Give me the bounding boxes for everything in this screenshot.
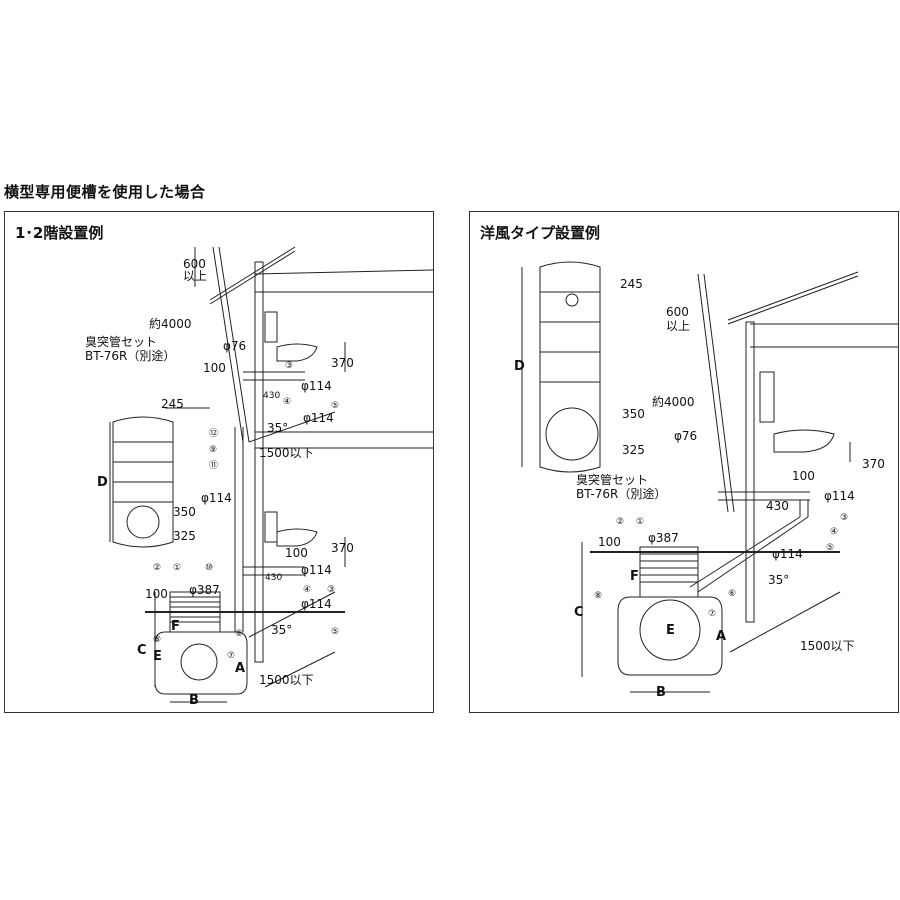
circle-3: ③	[285, 361, 293, 371]
label-shuutotsu: 臭突管セット	[576, 472, 648, 487]
label-430: 430	[766, 499, 789, 513]
label-245: 245	[161, 397, 184, 411]
label-600: 600	[183, 257, 206, 271]
circle-4: ④	[283, 397, 291, 407]
label-phi387: φ387	[189, 583, 220, 597]
right-installation-diagram: 245 600 以上 D 約4000 350 325 φ76 370 100 臭…	[514, 261, 898, 700]
panel-title-left: 1･2階設置例	[15, 224, 104, 242]
label-A: A	[235, 661, 245, 676]
label-phi114-d: φ114	[301, 563, 332, 577]
label-35deg-upper: 35°	[267, 421, 288, 435]
label-430-lower: 430	[265, 573, 282, 583]
label-430-upper: 430	[263, 391, 280, 401]
label-245: 245	[620, 277, 643, 291]
label-phi114-a: φ114	[301, 379, 332, 393]
label-B: B	[189, 693, 199, 708]
label-yaku4000: 約4000	[149, 316, 192, 331]
label-100-toilet: 100	[792, 469, 815, 483]
label-phi114-b: φ114	[772, 547, 803, 561]
label-100-tank: 100	[145, 587, 168, 601]
label-phi114-a: φ114	[824, 489, 855, 503]
label-phi76: φ76	[674, 429, 697, 443]
label-phi114-e: φ114	[301, 597, 332, 611]
circle-5: ⑤	[331, 401, 339, 411]
label-325: 325	[622, 443, 645, 457]
label-1500: 1500以下	[800, 639, 855, 653]
label-1500-upper: 1500以下	[259, 446, 314, 460]
label-yaku4000: 約4000	[652, 394, 695, 409]
label-phi114-b: φ114	[303, 411, 334, 425]
label-E: E	[153, 649, 162, 664]
left-installation-diagram: 600 以上 約4000 臭突管セット BT-76R（別途） φ76 370 1…	[85, 246, 433, 708]
label-E: E	[666, 623, 675, 638]
label-100-tank: 100	[598, 535, 621, 549]
circle-7: ⑦	[708, 609, 716, 619]
label-phi114-c: φ114	[201, 491, 232, 505]
label-35deg: 35°	[768, 573, 789, 587]
circle-5-lower: ⑤	[331, 627, 339, 637]
circle-2: ②	[616, 517, 624, 527]
circle-6: ⑥	[728, 589, 736, 599]
circle-6: ⑥	[235, 629, 243, 639]
circle-8: ⑧	[594, 591, 602, 601]
label-ijou: 以上	[183, 269, 207, 283]
label-bt76r: BT-76R（別途）	[85, 348, 175, 363]
label-350: 350	[622, 407, 645, 421]
label-1500-lower: 1500以下	[259, 673, 314, 687]
circle-12: ⑫	[209, 428, 218, 439]
circle-5: ⑤	[826, 543, 834, 553]
circle-1: ①	[636, 517, 644, 527]
label-35deg-lower: 35°	[271, 623, 292, 637]
label-370: 370	[862, 457, 885, 471]
circle-3: ③	[840, 513, 848, 523]
circle-4: ④	[830, 527, 838, 537]
panel-floor-1-2-example: 1･2階設置例	[4, 211, 434, 713]
label-shuutotsu: 臭突管セット	[85, 334, 157, 349]
label-A: A	[716, 629, 726, 644]
panel-title-right: 洋風タイプ設置例	[480, 224, 601, 242]
label-370-lower: 370	[331, 541, 354, 555]
label-phi76: φ76	[223, 339, 246, 353]
circle-9: ⑨	[209, 445, 217, 455]
label-C: C	[137, 643, 147, 658]
circle-3-lower: ③	[327, 585, 335, 595]
circle-8: ⑧	[153, 635, 161, 645]
circle-2: ②	[153, 563, 161, 573]
circle-4-lower: ④	[303, 585, 311, 595]
label-370-upper: 370	[331, 356, 354, 370]
label-100-lower: 100	[285, 546, 308, 560]
label-100-upper: 100	[203, 361, 226, 375]
page-heading: 横型専用便槽を使用した場合	[4, 183, 206, 201]
panel-western-type-example: 洋風タイプ設置例	[469, 211, 899, 713]
label-600: 600	[666, 305, 689, 319]
label-D: D	[514, 359, 525, 374]
label-D: D	[97, 475, 108, 490]
circle-7: ⑦	[227, 651, 235, 661]
circle-11: ⑪	[209, 460, 218, 471]
label-B: B	[656, 685, 666, 700]
circle-10: ⑩	[205, 563, 213, 573]
label-phi387: φ387	[648, 531, 679, 545]
circle-1: ①	[173, 563, 181, 573]
label-F: F	[630, 569, 639, 584]
label-350: 350	[173, 505, 196, 519]
label-325: 325	[173, 529, 196, 543]
label-ijou: 以上	[666, 319, 690, 333]
label-F: F	[171, 619, 180, 634]
label-bt76r: BT-76R（別途）	[576, 486, 666, 501]
label-C: C	[574, 605, 584, 620]
